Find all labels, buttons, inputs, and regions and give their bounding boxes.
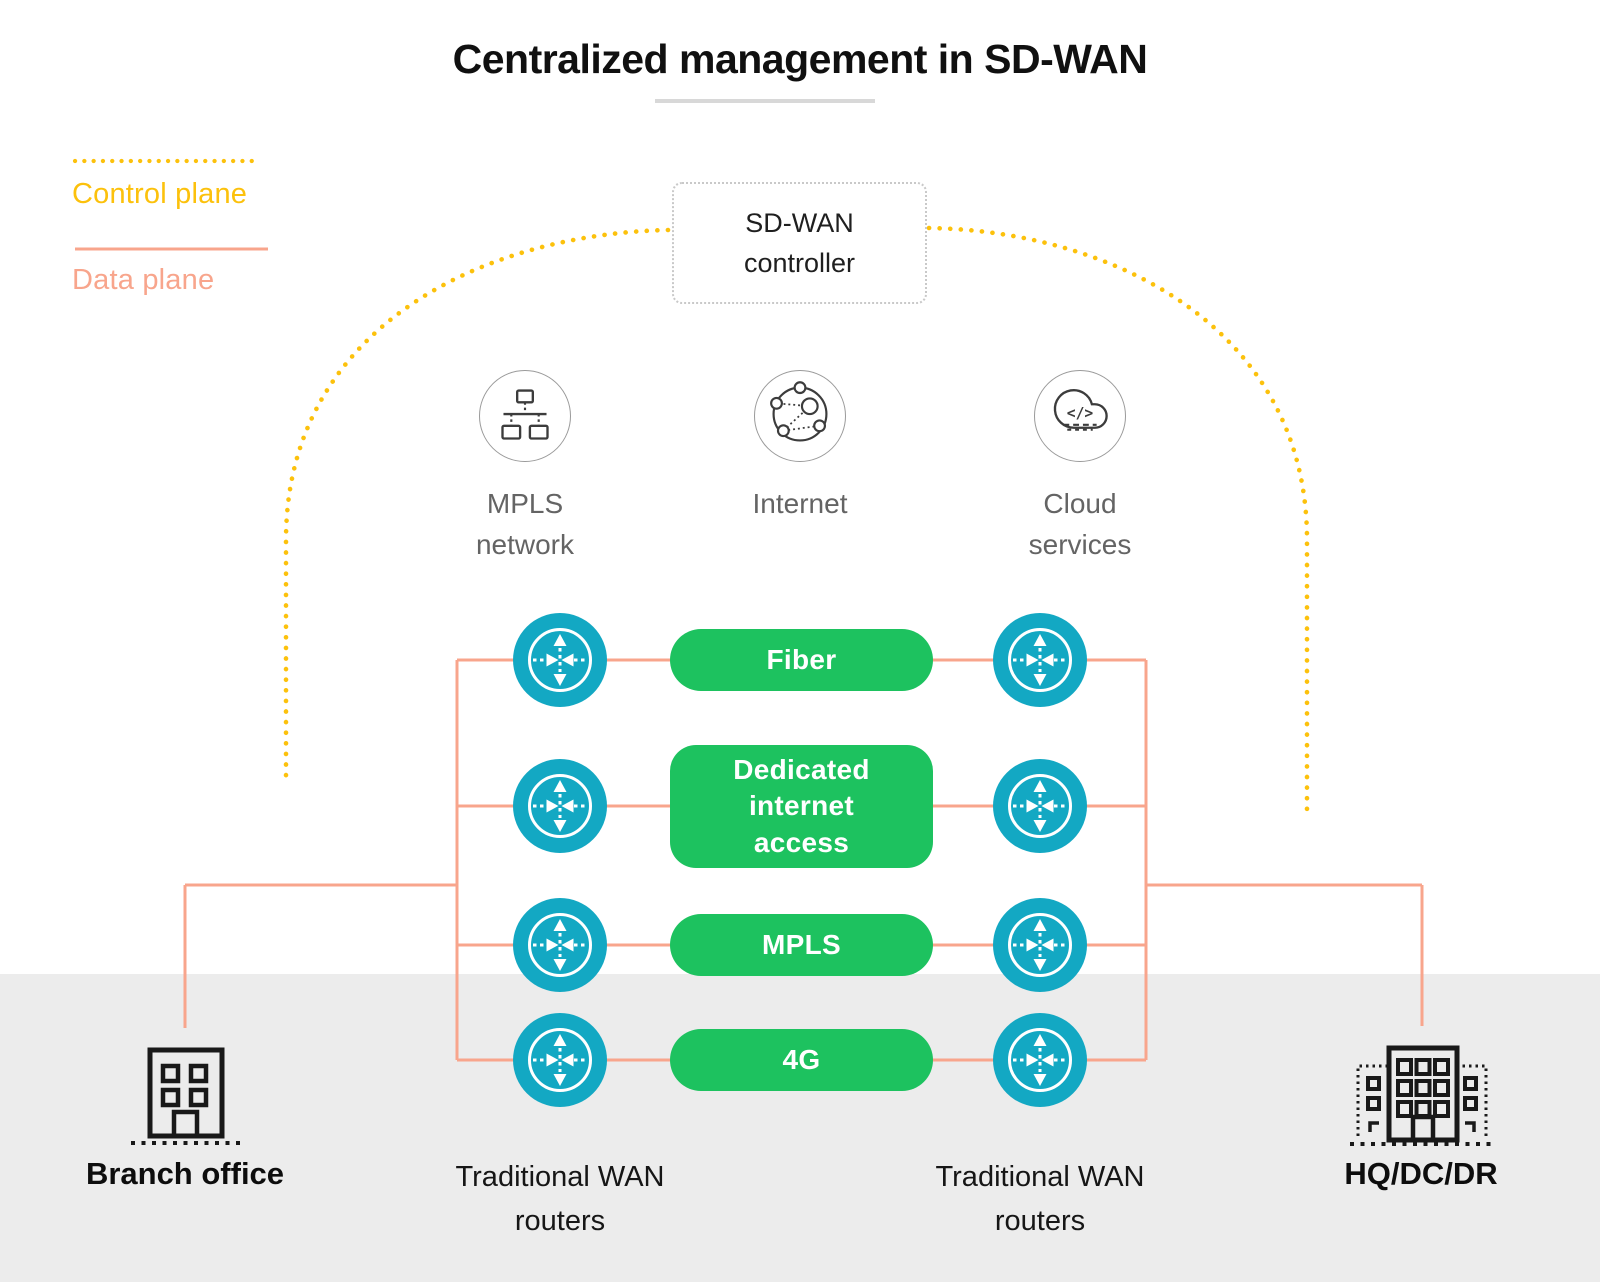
title-underline <box>655 99 875 103</box>
wan-router-icon <box>993 759 1087 853</box>
wan-router-icon <box>993 898 1087 992</box>
cloud-code-icon: </> <box>1034 370 1126 462</box>
page-title: Centralized management in SD-WAN <box>452 36 1148 82</box>
transport-mpls-network: MPLS network <box>415 370 635 565</box>
legend-control-plane: Control plane <box>72 178 248 210</box>
branch-office-building-icon <box>125 1040 245 1155</box>
svg-text:</>: </> <box>1067 405 1094 422</box>
transport-cloud-services: </> Cloud services <box>970 370 1190 565</box>
traditional-wan-routers-label-left: Traditional WAN routers <box>455 1161 665 1237</box>
transport-internet: Internet <box>690 370 910 525</box>
wan-router-icon <box>513 1013 607 1107</box>
hq-dc-dr-building-icon <box>1344 1036 1500 1153</box>
wan-router-icon <box>513 759 607 853</box>
sdwan-controller-box: SD-WAN controller <box>672 182 927 304</box>
hq-dc-dr-label: HQ/DC/DR <box>1344 1156 1498 1191</box>
wan-router-icon <box>513 613 607 707</box>
link-pill-4g: 4G <box>670 1029 933 1091</box>
wan-router-icon <box>993 1013 1087 1107</box>
mpls-network-icon <box>479 370 571 462</box>
transport-label-mpls: MPLS network <box>475 488 575 560</box>
footer-band <box>0 974 1600 1282</box>
transport-label-cloud: Cloud services <box>1028 488 1132 560</box>
legend-data-plane: Data plane <box>72 264 215 296</box>
traditional-wan-routers-label-right: Traditional WAN routers <box>935 1161 1145 1237</box>
wan-router-icon <box>993 613 1087 707</box>
sdwan-controller-label: SD-WAN controller <box>743 207 856 279</box>
branch-office-label: Branch office <box>85 1156 285 1191</box>
link-pill-mpls: MPLS <box>670 914 933 976</box>
link-pill-fiber: Fiber <box>670 629 933 691</box>
internet-globe-icon <box>754 370 846 462</box>
transport-label-internet: Internet <box>752 488 848 519</box>
link-pill-dedicated-internet-access: Dedicated internet access <box>670 745 933 868</box>
wan-router-icon <box>513 898 607 992</box>
